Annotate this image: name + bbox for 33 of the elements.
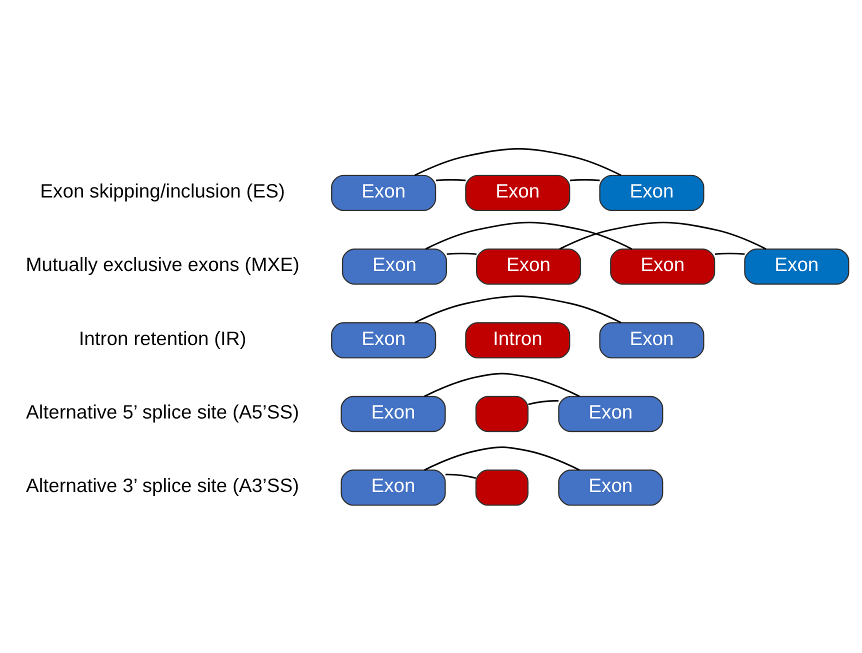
node-box: Exon — [331, 322, 436, 358]
node-box: Exon — [342, 248, 447, 284]
label: Alternative 3’ splice site (A3’SS) — [26, 476, 300, 497]
node-box: Exon — [558, 469, 664, 506]
node-box: Exon — [331, 174, 436, 211]
connector — [445, 473, 476, 478]
node-box: Exon — [340, 395, 446, 432]
node-box: Exon — [476, 248, 582, 284]
label: Intron retention (IR) — [78, 328, 246, 350]
node-box: Intron — [465, 322, 570, 358]
connector — [414, 148, 622, 176]
connector — [528, 400, 559, 405]
node-box: Exon — [744, 248, 850, 284]
node-box: Exon — [599, 174, 704, 211]
connector — [436, 178, 466, 181]
connector — [446, 252, 477, 254]
connector — [570, 178, 600, 181]
connector — [414, 294, 622, 323]
node-box: Exon — [340, 469, 446, 506]
connector — [559, 221, 766, 250]
node-box: Exon — [610, 248, 716, 284]
connector — [424, 372, 580, 397]
node-box: Exon — [558, 395, 664, 432]
node-box: Exon — [465, 174, 570, 211]
connector — [424, 446, 580, 470]
connector — [425, 221, 632, 250]
connector — [714, 252, 745, 254]
node-box — [475, 469, 529, 506]
label: Mutually exclusive exons (MXE) — [26, 254, 300, 276]
label: Exon skipping/inclusion (ES) — [40, 181, 285, 202]
node-box — [475, 395, 529, 432]
node-box: Exon — [599, 322, 704, 358]
label: Alternative 5’ splice site (A5’SS) — [26, 402, 300, 424]
